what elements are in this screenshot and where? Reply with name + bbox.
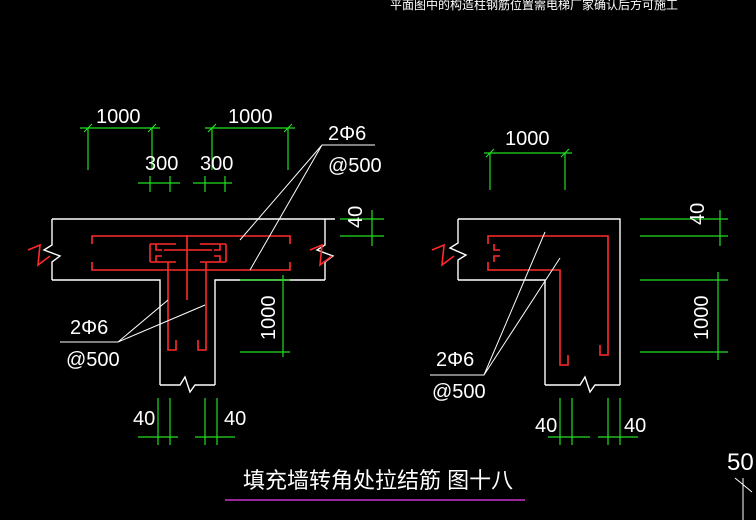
corner-callout-spacing: @500	[432, 381, 486, 403]
drawing-title: 填充墙转角处拉结筋 图十八	[243, 468, 513, 493]
corner-bar-break	[431, 243, 455, 267]
tee-dim-bottom-right: 40	[224, 408, 246, 430]
tee-dim-top-left: 1000	[96, 106, 141, 128]
tee-bar-top-1	[27, 243, 51, 267]
tee-break-bottom	[160, 375, 215, 394]
tee-dim-line-top-left	[80, 123, 160, 170]
tee-leader-bottom	[60, 299, 206, 343]
tee-wall-bottom-left-edge	[52, 279, 161, 385]
corner-hook	[493, 244, 500, 262]
corner-wall-inner	[458, 279, 546, 385]
corner-leader	[430, 231, 561, 376]
tee-bar-vertical-right	[197, 262, 207, 351]
corner-dim-line-cover	[640, 210, 728, 246]
tee-callout-top-bars: 2Φ6	[328, 123, 366, 145]
tee-bar-horizontal-lower	[91, 262, 291, 271]
corner-bar-outer	[487, 235, 609, 356]
tee-dim-small-right: 300	[200, 153, 233, 175]
corner-break-left	[448, 219, 468, 280]
tee-dim-small-left: 300	[145, 153, 178, 175]
tee-dim-line-vertical	[240, 275, 290, 357]
corner-bar-inner	[487, 262, 569, 366]
corner-dim-cover: 40	[687, 203, 709, 225]
top-note: 平面图中的构造柱钢筋位置需电梯厂家确认后方可施工	[390, 0, 678, 12]
page-corner-mark	[734, 477, 753, 520]
corner-dim-vertical: 1000	[691, 296, 713, 341]
tee-dim-line-small-right	[193, 176, 232, 192]
corner-dim-line-vertical	[640, 272, 728, 360]
tee-hook-left	[155, 244, 162, 262]
tee-dim-line-bottom-left	[138, 398, 178, 445]
tee-leader-top	[239, 144, 375, 271]
tee-dim-bottom-left: 40	[133, 408, 155, 430]
tee-callout-top-spacing: @500	[328, 155, 382, 177]
tee-dim-line-bottom-right	[195, 398, 235, 445]
tee-dim-top-right: 1000	[228, 106, 273, 128]
tee-dim-line-top-right	[205, 123, 295, 170]
tee-dim-line-cover	[340, 210, 384, 246]
tee-bar-vertical-left	[167, 262, 177, 351]
tee-break-right	[315, 219, 335, 280]
corner-dim-line-bottom-left	[548, 398, 590, 445]
corner-dim-line-top	[484, 148, 572, 190]
corner-dim-bottom-left: 40	[535, 415, 557, 437]
tee-dim-cover: 40	[345, 206, 367, 228]
tee-bar-top-2	[309, 243, 333, 267]
tee-bar-inner-left	[149, 243, 176, 263]
corner-wall-outer	[458, 218, 621, 385]
tee-dim-line-small-left	[138, 176, 180, 192]
tee-bar-horizontal-upper	[91, 235, 291, 244]
tee-callout-bottom-spacing: @500	[66, 349, 120, 371]
corner-dim-top: 1000	[505, 128, 550, 150]
tee-joint-detail: 1000 1000 300 300 40 1000 40 40 2Φ6 @500…	[27, 106, 384, 445]
tee-callout-bottom-bars: 2Φ6	[70, 317, 108, 339]
corner-callout-bars: 2Φ6	[436, 349, 474, 371]
page-number: 50	[727, 449, 754, 476]
tee-break-left	[42, 219, 62, 280]
tee-bar-inner-right	[200, 243, 227, 263]
tee-dim-vertical: 1000	[258, 296, 280, 341]
corner-break-bottom	[545, 375, 620, 394]
tee-hook-right	[214, 244, 221, 262]
corner-dim-bottom-right: 40	[624, 415, 646, 437]
corner-joint-detail: 1000 40 1000 40 40 2Φ6 @500	[430, 128, 728, 445]
corner-dim-line-bottom-right	[598, 398, 638, 445]
